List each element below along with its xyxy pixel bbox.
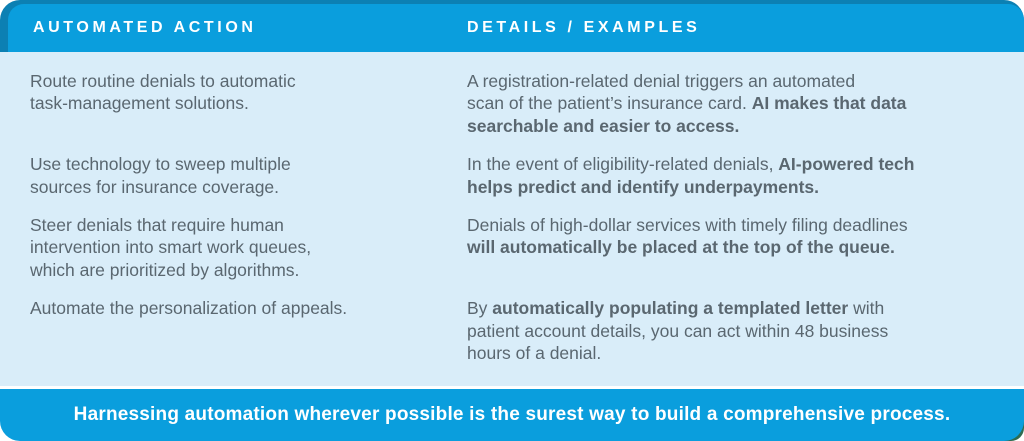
- footer-banner-text: Harnessing automation wherever possible …: [73, 404, 951, 425]
- details-segment: By: [467, 298, 493, 319]
- table-row: Automate the personalization of appeals.…: [0, 297, 1024, 364]
- table-row: Route routine denials to automatic task-…: [0, 70, 1024, 137]
- column-header-automated-action: AUTOMATED ACTION: [33, 19, 257, 36]
- table-header-row: AUTOMATED ACTION DETAILS / EXAMPLES: [8, 4, 1024, 52]
- divider-line: [0, 386, 1024, 389]
- action-cell: Automate the personalization of appeals.: [30, 298, 348, 319]
- table-row: Use technology to sweep multiple sources…: [0, 153, 1024, 198]
- details-segment: with patient account details, you can ac…: [467, 298, 889, 363]
- details-segment: will automatically be placed at the top …: [467, 237, 895, 258]
- details-segment: automatically populating a templated let…: [492, 298, 849, 319]
- action-cell: Route routine denials to automatic task-…: [30, 71, 296, 114]
- details-segment: A registration-related denial triggers a…: [467, 71, 856, 114]
- column-header-details-examples: DETAILS / EXAMPLES: [467, 19, 701, 36]
- table-body: Route routine denials to automatic task-…: [0, 52, 1024, 386]
- details-segment: AI makes that data searchable and easier…: [467, 93, 907, 136]
- table-row: Steer denials that require human interve…: [0, 214, 1024, 281]
- details-segment: In the event of eligibility-related deni…: [467, 154, 779, 175]
- action-cell: Steer denials that require human interve…: [30, 214, 312, 280]
- details-cell: Denials of high-dollar services with tim…: [467, 214, 1024, 281]
- footer-banner: Harnessing automation wherever possible …: [0, 389, 1024, 441]
- details-segment: AI-powered tech helps predict and identi…: [467, 154, 915, 197]
- details-cell: By automatically populating a templated …: [467, 297, 1024, 364]
- details-cell: In the event of eligibility-related deni…: [467, 153, 1024, 198]
- action-cell: Use technology to sweep multiple sources…: [30, 154, 291, 197]
- details-segment: Denials of high-dollar services with tim…: [467, 214, 908, 235]
- details-cell: A registration-related denial triggers a…: [467, 70, 1024, 137]
